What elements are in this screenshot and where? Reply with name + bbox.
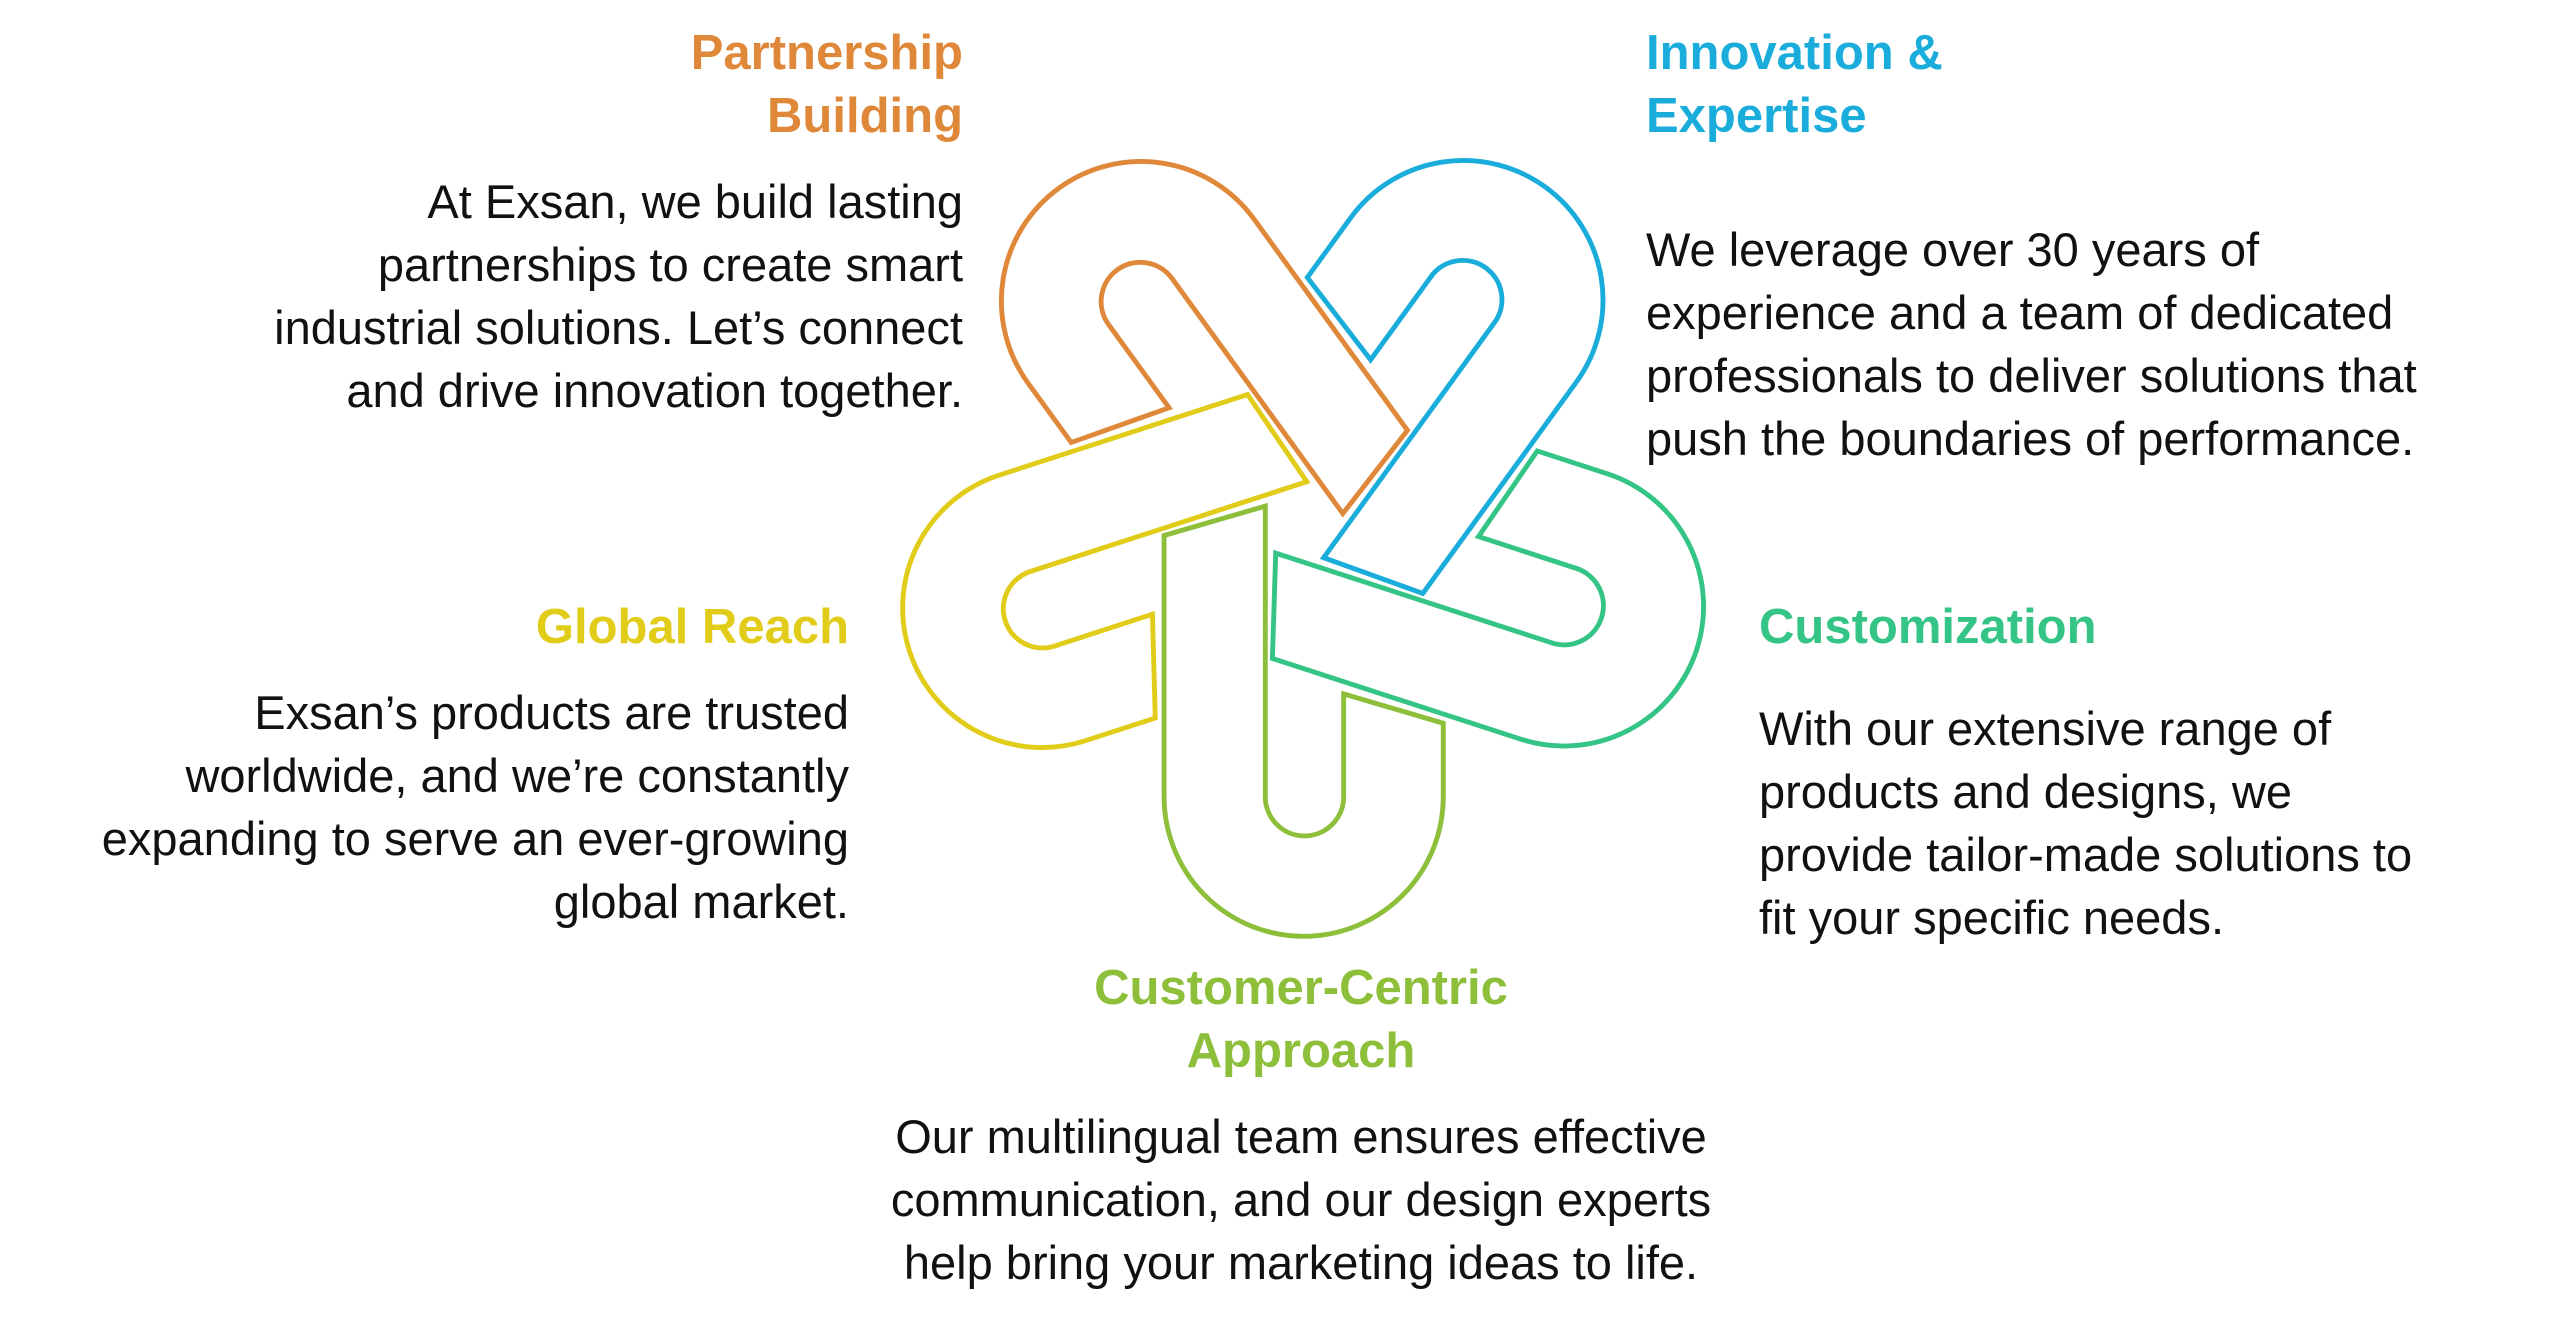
- title-line: Customization: [1759, 600, 2097, 654]
- body-line: provide tailor-made solutions to: [1759, 828, 2413, 881]
- title-line: Expertise: [1646, 89, 1867, 143]
- body-line: Our multilingual team ensures effective: [895, 1110, 1707, 1163]
- link-customer-centric: [1164, 506, 1443, 936]
- title-line: Partnership: [690, 26, 963, 80]
- global-reach-body: Exsan’s products are trusted worldwide, …: [102, 681, 849, 933]
- link-global-reach: [866, 385, 1361, 783]
- customer-centric-title: Customer-Centric Approach: [801, 957, 1801, 1083]
- body-line: With our extensive range of: [1759, 702, 2332, 755]
- partnership-title: Partnership Building: [274, 22, 963, 148]
- body-line: partnerships to create smart: [377, 238, 963, 291]
- title-line: Approach: [1186, 1024, 1416, 1078]
- body-line: Exsan’s products are trusted: [254, 686, 849, 739]
- partnership-section: Partnership Building At Exsan, we build …: [274, 22, 963, 422]
- innovation-body: We leverage over 30 years of experience …: [1646, 218, 2417, 470]
- body-line: products and designs, we: [1759, 765, 2292, 818]
- body-line: professionals to deliver solutions that: [1646, 349, 2417, 402]
- body-line: worldwide, and we’re constantly: [185, 749, 849, 802]
- title-line: Building: [767, 89, 963, 143]
- title-line: Customer-Centric: [1094, 961, 1508, 1015]
- partnership-body: At Exsan, we build lasting partnerships …: [274, 170, 963, 422]
- customer-centric-section: Customer-Centric Approach Our multilingu…: [801, 957, 1801, 1294]
- link-partnership: [946, 106, 1425, 618]
- customization-title: Customization: [1759, 596, 2412, 659]
- title-line: Innovation &: [1646, 26, 1943, 80]
- body-line: help bring your marketing ideas to life.: [903, 1236, 1699, 1289]
- body-line: push the boundaries of performance.: [1646, 412, 2415, 465]
- link-innovation: [1180, 105, 1659, 617]
- customization-body: With our extensive range of products and…: [1759, 697, 2412, 949]
- customization-section: Customization With our extensive range o…: [1759, 596, 2412, 949]
- customer-centric-body: Our multilingual team ensures effective …: [801, 1105, 1801, 1294]
- body-line: fit your specific needs.: [1759, 891, 2224, 944]
- global-reach-title: Global Reach: [102, 596, 849, 659]
- innovation-section: Innovation & Expertise We leverage over …: [1646, 22, 2417, 470]
- body-line: and drive innovation together.: [346, 364, 963, 417]
- body-line: expanding to serve an ever-growing: [101, 812, 849, 865]
- body-line: experience and a team of dedicated: [1646, 286, 2394, 339]
- body-line: industrial solutions. Let’s connect: [274, 301, 963, 354]
- global-reach-section: Global Reach Exsan’s products are truste…: [102, 596, 849, 933]
- body-line: At Exsan, we build lasting: [427, 175, 963, 228]
- body-line: We leverage over 30 years of: [1646, 223, 2260, 276]
- body-line: communication, and our design experts: [890, 1173, 1712, 1226]
- body-line: global market.: [553, 875, 849, 928]
- title-line: Global Reach: [535, 600, 849, 654]
- innovation-title: Innovation & Expertise: [1646, 22, 2417, 148]
